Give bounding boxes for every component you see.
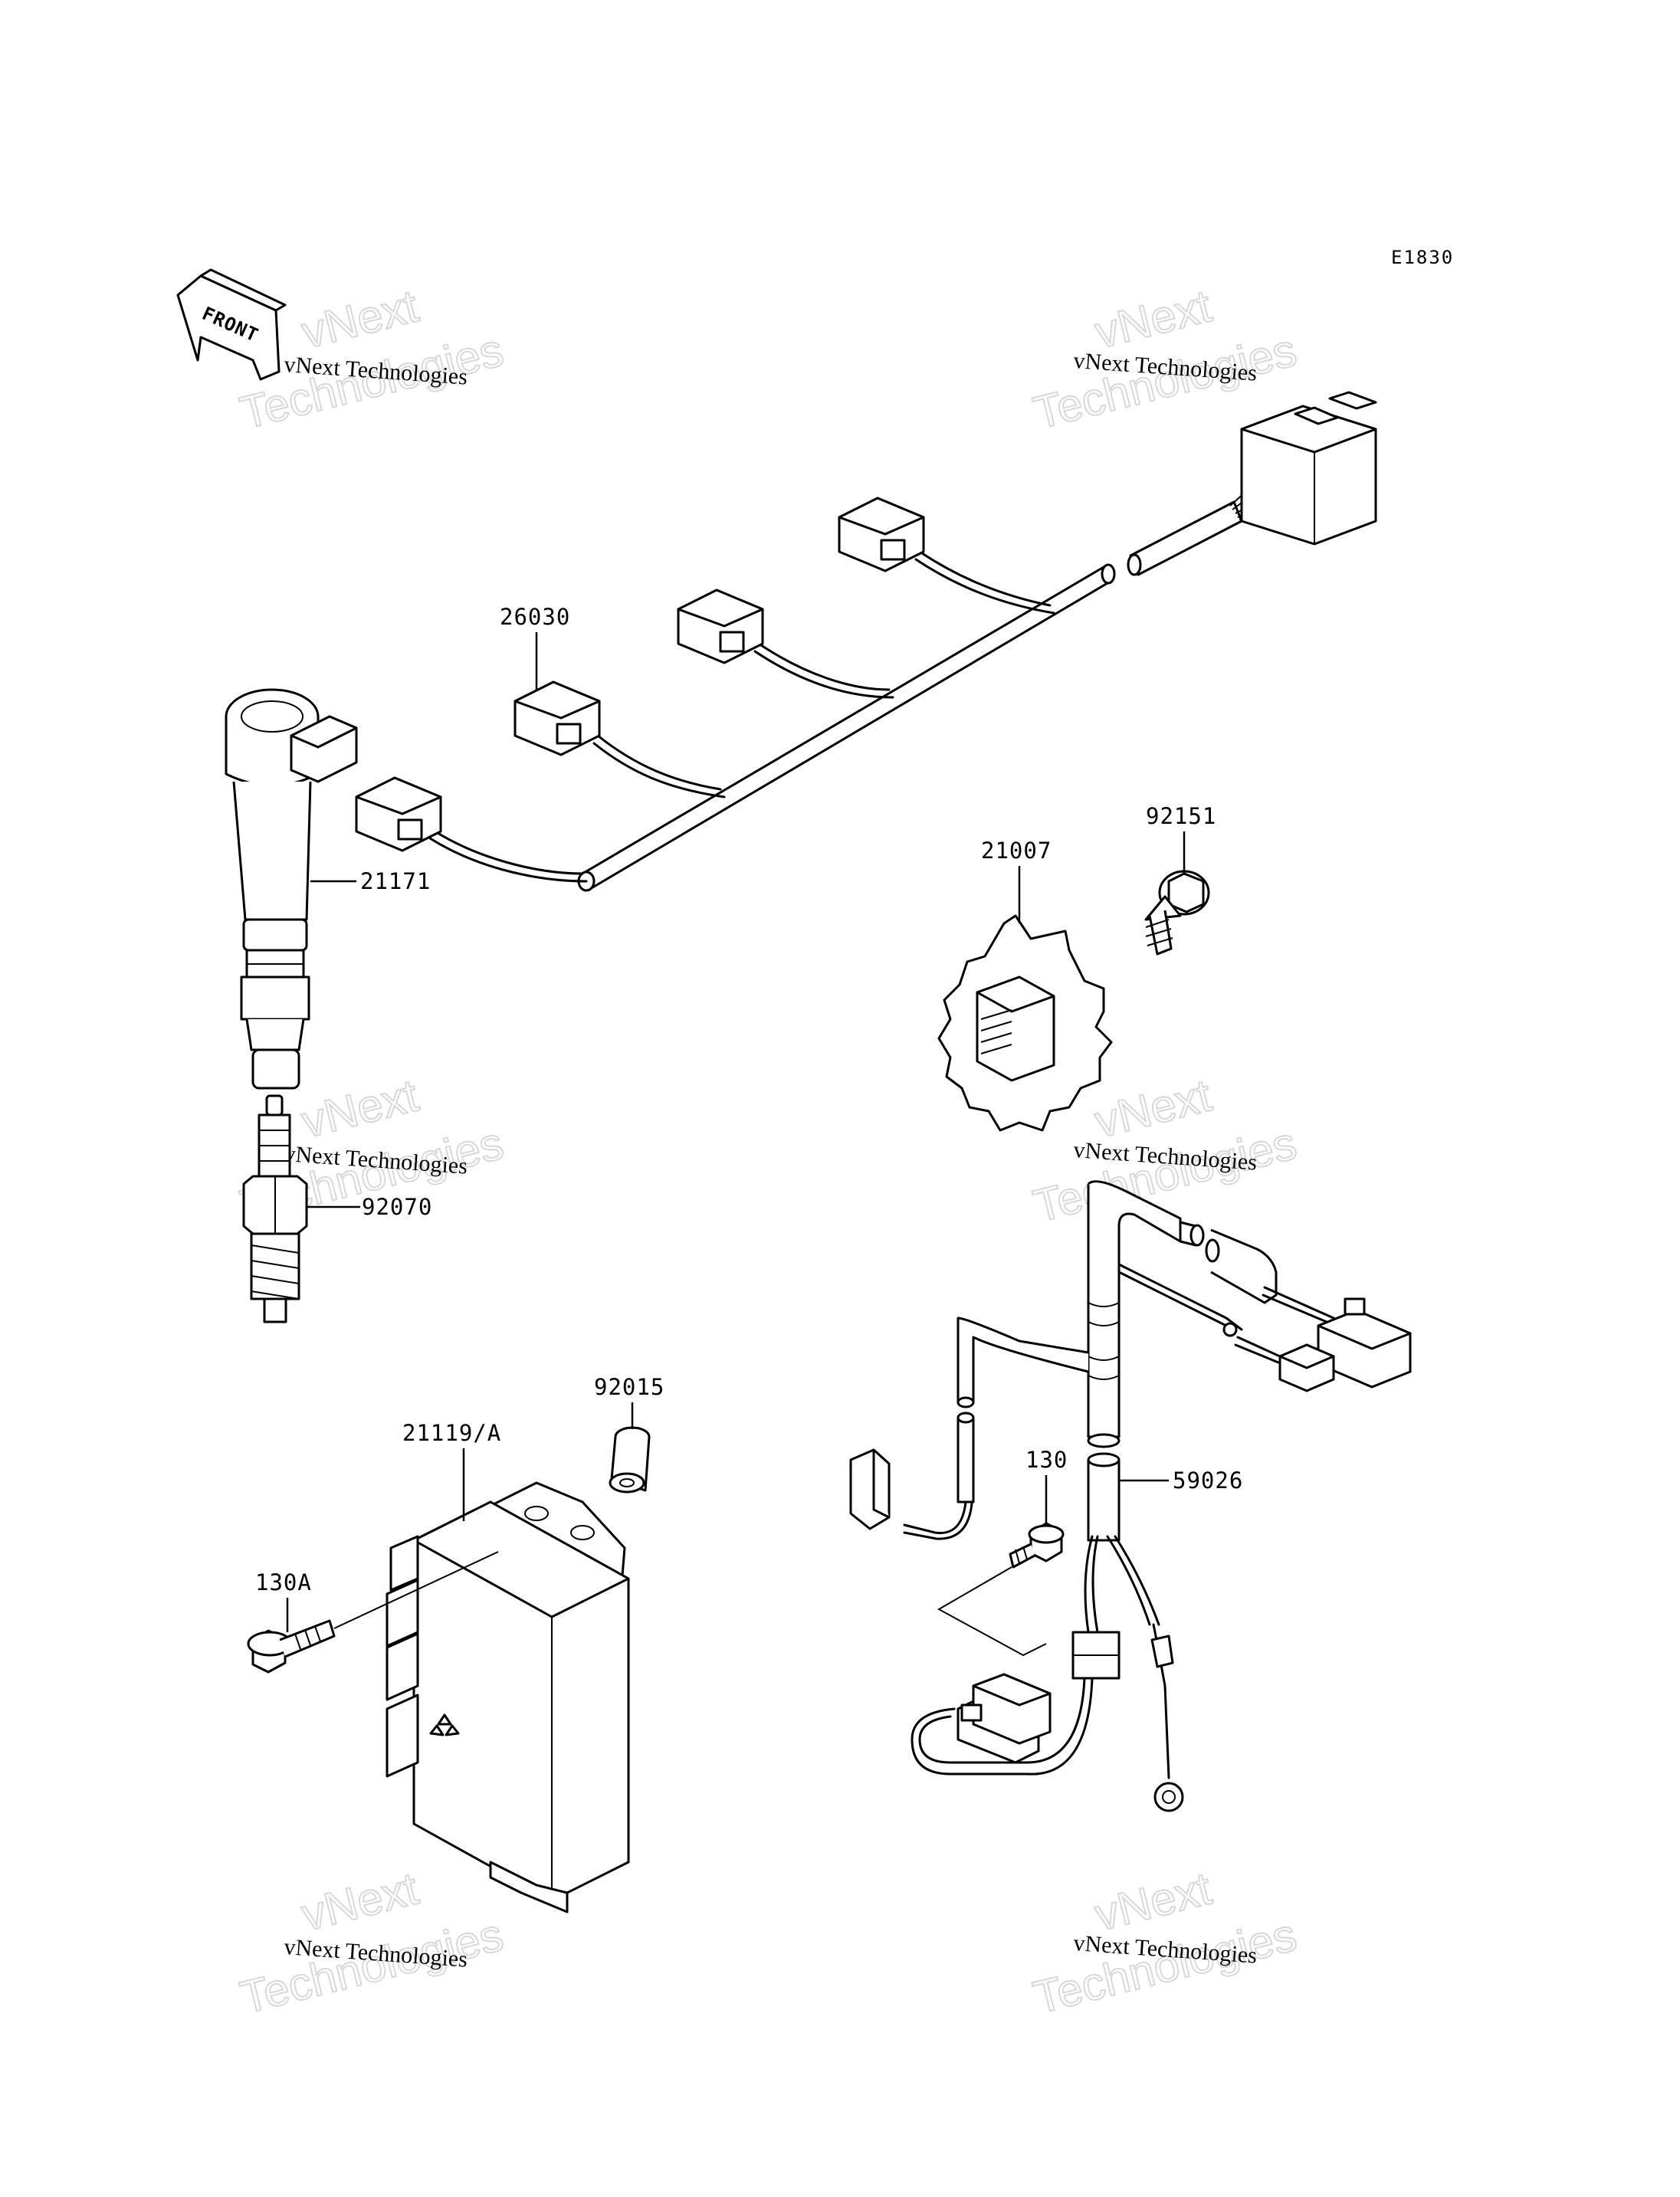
bolt-130A <box>247 1551 499 1674</box>
svg-text:vNext: vNext <box>297 1069 423 1147</box>
part-label-92151: 92151 <box>1146 803 1216 829</box>
part-label-21119: 21119/A <box>402 1420 501 1446</box>
watermark-top-right: vNext Technologies vNext Technologies <box>1028 279 1302 439</box>
part-label-21171: 21171 <box>360 868 431 894</box>
spark-plug-92070 <box>242 1094 308 1323</box>
part-label-59026: 59026 <box>1173 1467 1243 1494</box>
sub-harness-59026 <box>849 1180 1412 1812</box>
watermark-bottom-right: vNext Technologies vNext Technologies <box>1028 1861 1302 2024</box>
part-label-92015: 92015 <box>594 1374 664 1400</box>
bolt-130 <box>937 1522 1065 1657</box>
igniter-21119 <box>386 1481 630 1913</box>
watermark-bottom-left: vNext Technologies vNext Technologies <box>235 1861 509 2024</box>
front-arrow-icon: FRONT <box>176 268 287 381</box>
bolt-92151 <box>1144 870 1210 956</box>
collar-92015 <box>609 1426 651 1494</box>
part-label-26030: 26030 <box>500 604 570 630</box>
wiring-harness-26030 <box>355 391 1377 892</box>
diagram-code: E1830 <box>1391 247 1454 268</box>
part-label-21007: 21007 <box>981 838 1052 864</box>
part-label-92070: 92070 <box>362 1194 432 1220</box>
part-label-130: 130 <box>1025 1447 1068 1473</box>
svg-text:vNext: vNext <box>1090 1069 1216 1147</box>
svg-text:Technologies: Technologies <box>1029 1909 1301 2024</box>
rotor-21007 <box>937 914 1113 1132</box>
svg-text:vNext: vNext <box>297 1862 423 1940</box>
svg-text:Technologies: Technologies <box>235 1909 508 2024</box>
svg-text:vNext: vNext <box>1090 1862 1216 1940</box>
ignition-coil-21171 <box>225 688 358 1090</box>
part-label-130A: 130A <box>255 1569 312 1595</box>
logo-icon <box>429 1713 460 1736</box>
